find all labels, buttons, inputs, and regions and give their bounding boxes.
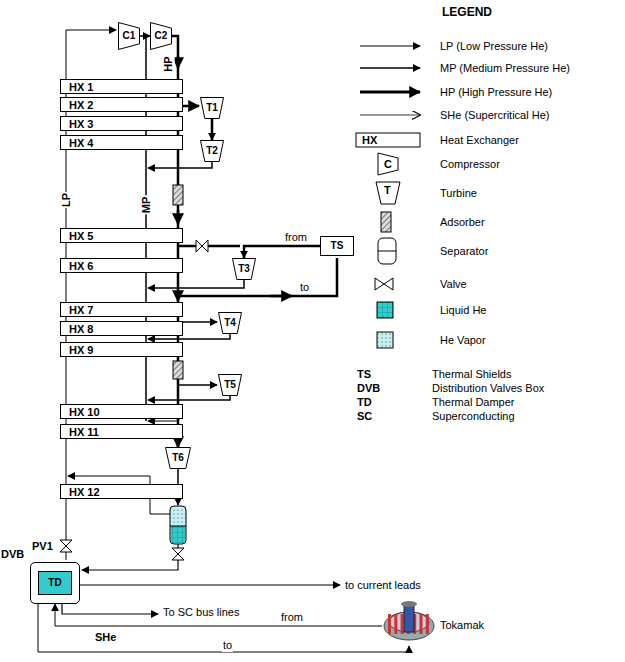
edge-label: to xyxy=(222,639,233,652)
turbine-symbol: T5 xyxy=(218,374,242,396)
heat-exchanger-box: HX 8 xyxy=(60,321,183,336)
node-label: T1 xyxy=(206,103,218,113)
text-label: to xyxy=(300,281,309,294)
text-label: T xyxy=(384,184,391,197)
heat-exchanger-box: HX 6 xyxy=(60,258,183,273)
valve-box: DVBTD xyxy=(30,562,80,604)
node-label: DVB xyxy=(1,549,24,560)
text-label: SC xyxy=(357,410,372,423)
legend-text: Compressor xyxy=(440,158,500,171)
text-label: HX xyxy=(362,134,377,147)
node-label: Tokamak xyxy=(440,620,484,631)
text-label: SHe xyxy=(95,631,116,644)
text-label: TS xyxy=(357,368,371,381)
node-label: T5 xyxy=(224,380,236,390)
text-label: LP xyxy=(60,192,73,208)
node-label: HX 7 xyxy=(69,304,93,315)
legend-text: MP (Medium Pressure He) xyxy=(440,62,570,75)
legend-text: Heat Exchanger xyxy=(440,134,519,147)
heat-exchanger-box: HX 10 xyxy=(60,404,183,419)
text-label: To SC bus lines xyxy=(163,606,239,619)
text-label: MP xyxy=(140,196,153,215)
node-label: HX 2 xyxy=(69,99,93,110)
heat-exchanger-box: HX 9 xyxy=(60,342,183,357)
compressor-symbol: C1 xyxy=(118,22,140,50)
node-label: T3 xyxy=(238,264,250,274)
node-label: TS xyxy=(331,241,344,251)
heat-exchanger-box: HX 5 xyxy=(60,228,183,243)
thermal-shield-box: TS xyxy=(320,236,354,256)
text-label: DVB xyxy=(357,382,380,395)
heat-exchanger-box: HX 11 xyxy=(60,424,183,439)
legend-text: Separator xyxy=(440,245,488,258)
node-label: HX 1 xyxy=(69,81,93,92)
node-label: C1 xyxy=(123,31,136,41)
compressor-symbol: C2 xyxy=(150,22,172,50)
flow-connector xyxy=(211,119,214,140)
node-label: HX 4 xyxy=(69,137,93,148)
node-label: TD xyxy=(48,578,61,588)
text-label: TD xyxy=(357,396,372,409)
node-label: HX 11 xyxy=(69,426,99,437)
heat-exchanger-box: HX 2 xyxy=(60,97,183,112)
heat-exchanger-box: HX 12 xyxy=(60,484,183,499)
heat-exchanger-box: HX 4 xyxy=(60,135,183,150)
tokamak-picture xyxy=(382,598,437,646)
node-label: T2 xyxy=(206,146,218,156)
tokamak-node: Tokamak xyxy=(382,598,482,646)
node-label: HX 3 xyxy=(69,118,93,129)
legend-text: Adsorber xyxy=(440,216,485,229)
legend-text: SHe (Supercritical He) xyxy=(440,109,549,122)
edge-label: from xyxy=(284,231,308,244)
edge-label: from xyxy=(280,611,304,624)
node-label: C2 xyxy=(155,31,168,41)
node-label: HX 9 xyxy=(69,344,93,355)
node-label: HX 5 xyxy=(69,230,93,241)
text-label: PV1 xyxy=(32,540,53,553)
legend-text: Valve xyxy=(440,278,467,291)
text-label: Thermal Damper xyxy=(432,396,515,409)
flow-connector xyxy=(140,35,150,37)
heat-exchanger-box: HX 7 xyxy=(60,302,183,317)
node-label: HX 6 xyxy=(69,260,93,271)
text-label: Superconducting xyxy=(432,410,515,423)
text-label: Thermal Shields xyxy=(432,368,511,381)
turbine-symbol: T6 xyxy=(165,447,191,469)
text-label: Distribution Valves Box xyxy=(432,382,544,395)
text-label: to current leads xyxy=(345,579,421,592)
heat-exchanger-box: HX 3 xyxy=(60,116,183,131)
turbine-symbol: T2 xyxy=(200,140,224,162)
turbine-symbol: T1 xyxy=(200,97,224,119)
text-label: C xyxy=(384,158,392,171)
turbine-symbol: T4 xyxy=(218,312,242,334)
text-label: HP xyxy=(162,55,175,72)
heat-exchanger-box: HX 1 xyxy=(60,79,183,94)
text-label: LEGEND xyxy=(442,6,492,20)
node-label: T4 xyxy=(224,318,236,328)
legend-text: Liquid He xyxy=(440,304,486,317)
legend-text: LP (Low Pressure He) xyxy=(440,40,548,53)
flow-connector xyxy=(38,604,409,652)
thermal-damper: TD xyxy=(38,571,72,595)
legend-text: He Vapor xyxy=(440,334,486,347)
node-label: HX 12 xyxy=(69,486,100,497)
legend-text: Turbine xyxy=(440,187,477,200)
flow-connector xyxy=(244,246,320,258)
node-label: HX 8 xyxy=(69,323,93,334)
flow-connector xyxy=(55,604,382,626)
turbine-symbol: T3 xyxy=(232,258,256,280)
node-label: T6 xyxy=(172,453,184,463)
node-label: HX 10 xyxy=(69,406,100,417)
legend-text: HP (High Pressure He) xyxy=(440,86,552,99)
